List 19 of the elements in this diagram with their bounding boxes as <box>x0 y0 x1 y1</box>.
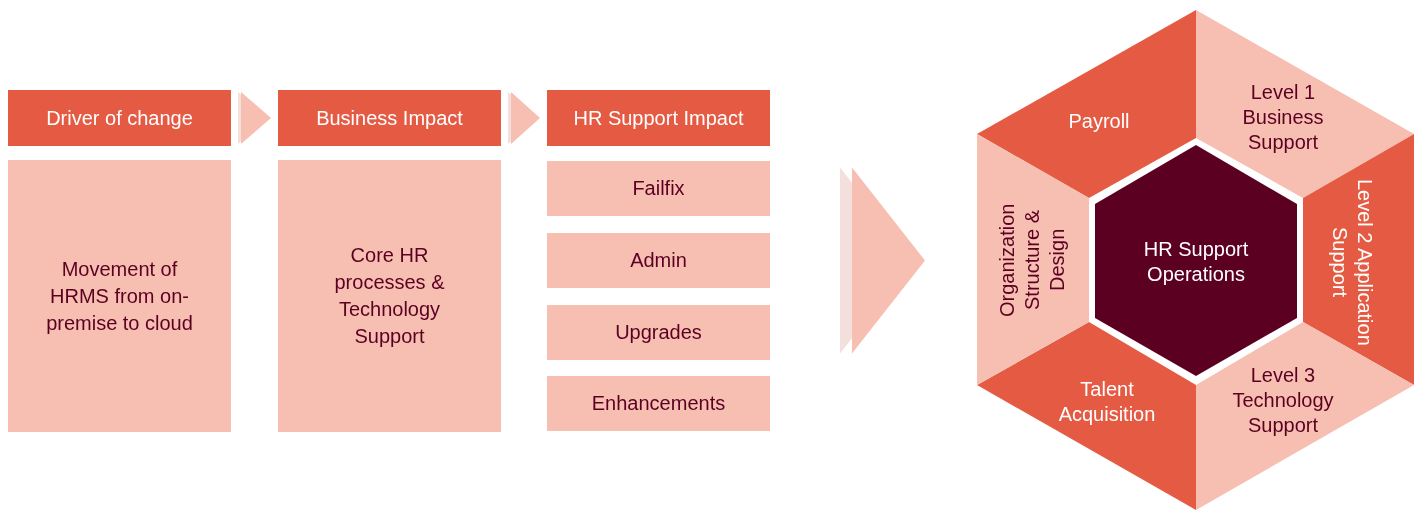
segment-label: Organization Structure & Design <box>994 202 1069 319</box>
segment-label: Level 1 Business Support <box>1241 79 1325 155</box>
header-bar: HR Support Impact <box>547 90 770 146</box>
chevron-arrow <box>238 92 271 144</box>
segment-label: Talent Acquisition <box>1057 377 1157 427</box>
item-bar: Enhancements <box>547 376 770 431</box>
header-bar: Business Impact <box>278 90 501 146</box>
chevron-arrow <box>840 167 925 354</box>
item-bar: Failfix <box>547 161 770 216</box>
item-bar: Upgrades <box>547 305 770 360</box>
segment-label: Level 2 Application Support <box>1328 177 1377 348</box>
segment-label: Payroll <box>1067 108 1131 134</box>
header-bar: Driver of change <box>8 90 231 146</box>
segment-label: HR Support Operations <box>1142 237 1250 287</box>
item-bar: Admin <box>547 233 770 288</box>
content-panel: Core HR processes & Technology Support <box>278 160 501 432</box>
segment-label: Level 3 Technology Support <box>1231 362 1335 438</box>
chevron-arrow <box>508 92 540 144</box>
content-panel: Movement of HRMS from on-premise to cloud <box>8 160 231 432</box>
